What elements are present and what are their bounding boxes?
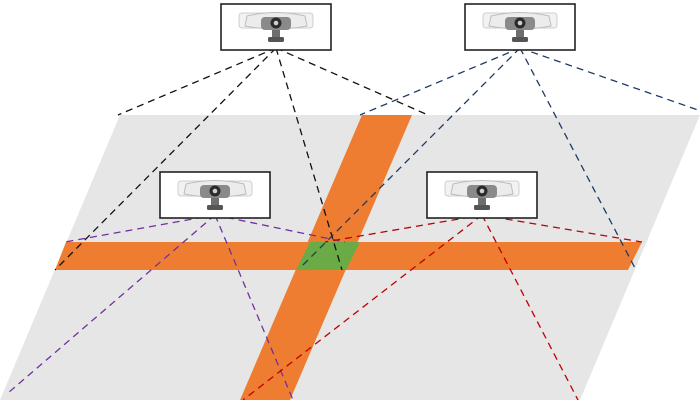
top-right-camera-fov [299, 47, 699, 271]
top-left-camera-fov [54, 47, 429, 271]
middle-right-camera [426, 171, 538, 219]
security-camera-icon [220, 3, 332, 51]
middle-left-camera [159, 171, 271, 219]
top-right-camera [464, 3, 576, 51]
overlap-region [296, 242, 360, 270]
middle-left-camera-fov [7, 214, 346, 400]
security-camera-icon [159, 171, 271, 219]
top-left-camera [220, 3, 332, 51]
middle-right-camera-fov [242, 214, 643, 400]
security-camera-icon [464, 3, 576, 51]
security-camera-icon [426, 171, 538, 219]
